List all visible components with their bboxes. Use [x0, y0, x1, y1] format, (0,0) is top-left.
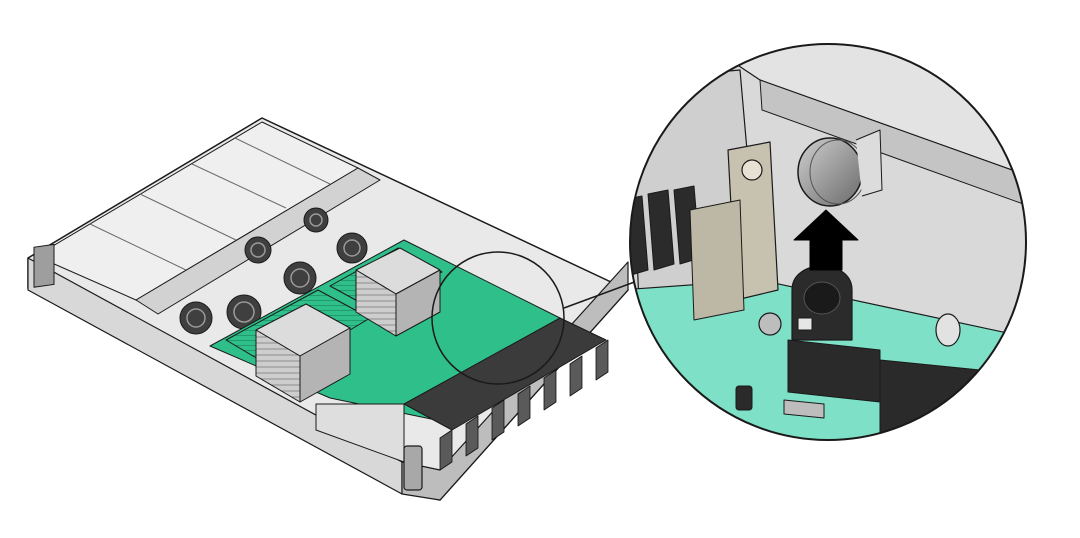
- chassis-hole: [935, 313, 961, 347]
- coin-battery-icon: [797, 129, 883, 207]
- mounting-bracket: [689, 141, 779, 321]
- heatsink-cpu1: [355, 247, 441, 337]
- fan-5: [244, 236, 272, 264]
- drive-bays: [439, 339, 609, 471]
- server-chassis: [27, 117, 629, 501]
- callout-zoom-circle: [629, 43, 1027, 441]
- fan-bay: [135, 167, 381, 335]
- standoff-screw: [758, 312, 782, 336]
- fan-blades: [186, 213, 361, 328]
- fan-4: [336, 232, 368, 264]
- lid-seams: [89, 137, 331, 271]
- fan-3: [283, 261, 317, 295]
- drive-cage: [403, 317, 607, 431]
- front-handle[interactable]: [403, 445, 423, 491]
- heatsink-cpu0: [255, 303, 351, 403]
- callout-source-circle: [431, 251, 565, 385]
- fan-1: [179, 301, 213, 335]
- zoom-detail: [630, 44, 1026, 440]
- battery-holder-icon: [791, 265, 853, 341]
- power-supply-left: [33, 243, 55, 288]
- up-arrow-icon: [793, 209, 859, 271]
- callout-leader-line: [563, 279, 641, 309]
- fan-modules: [179, 207, 368, 335]
- header-connector: [787, 339, 881, 403]
- fan-6: [303, 207, 329, 233]
